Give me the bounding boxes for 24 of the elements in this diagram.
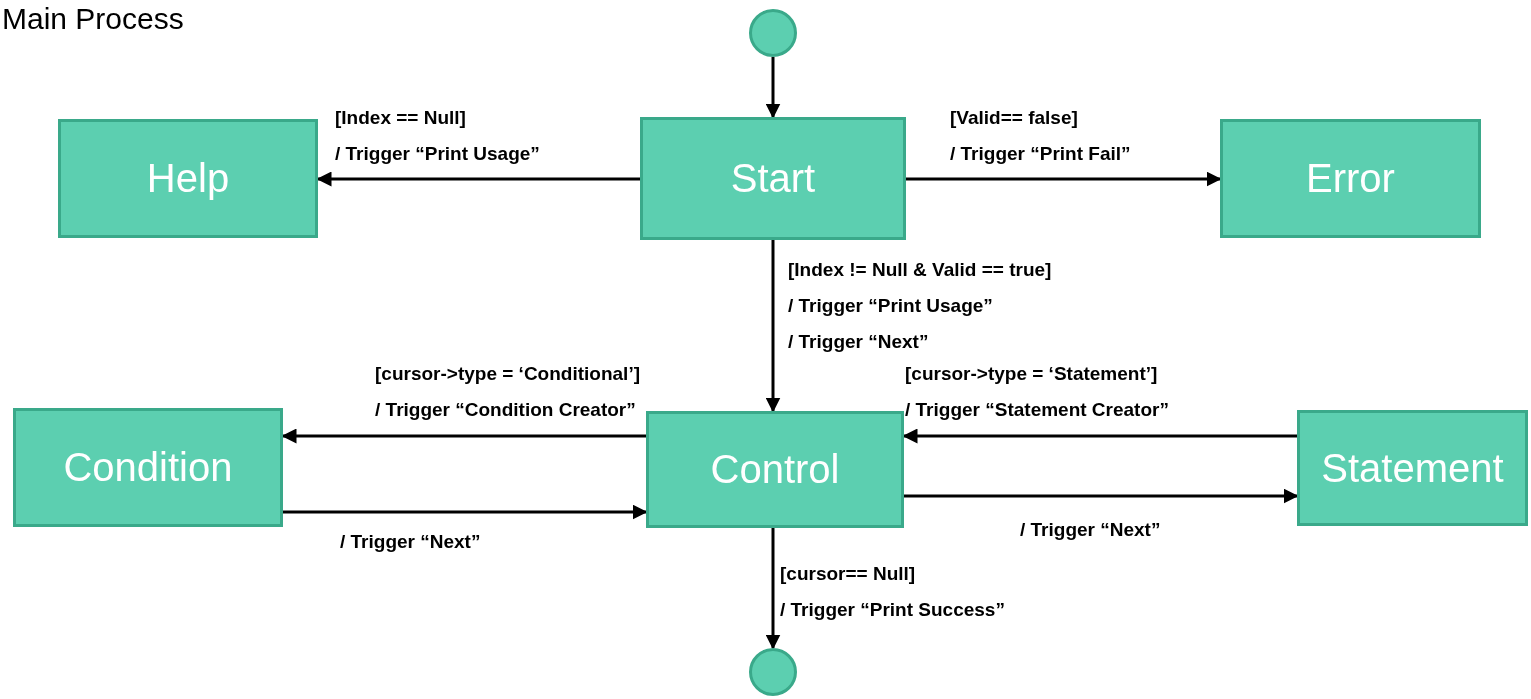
transition-arrow xyxy=(316,171,640,187)
state-circle xyxy=(749,648,797,696)
state-box xyxy=(1297,410,1528,526)
transition-arrow xyxy=(765,240,781,413)
transition-arrow xyxy=(765,57,781,119)
state-box xyxy=(640,117,906,240)
diagram-title: Main Process xyxy=(2,2,184,36)
transition-arrow xyxy=(906,171,1222,187)
state-name: Help xyxy=(146,156,230,201)
state-name: Control xyxy=(710,447,840,492)
transition-arrow xyxy=(904,488,1299,504)
transition-arrow xyxy=(281,428,646,444)
state-name: Condition xyxy=(63,445,233,490)
state-name: Error xyxy=(1306,156,1395,201)
transition-arrow xyxy=(765,528,781,650)
transition-arrow xyxy=(283,504,648,520)
state-box xyxy=(646,411,904,528)
state-box xyxy=(58,119,318,238)
state-box xyxy=(1220,119,1481,238)
transition-arrow xyxy=(902,428,1297,444)
state-box xyxy=(13,408,283,527)
state-name: Statement xyxy=(1321,445,1504,491)
state-circle xyxy=(749,9,797,57)
state-name: Start xyxy=(730,156,816,201)
